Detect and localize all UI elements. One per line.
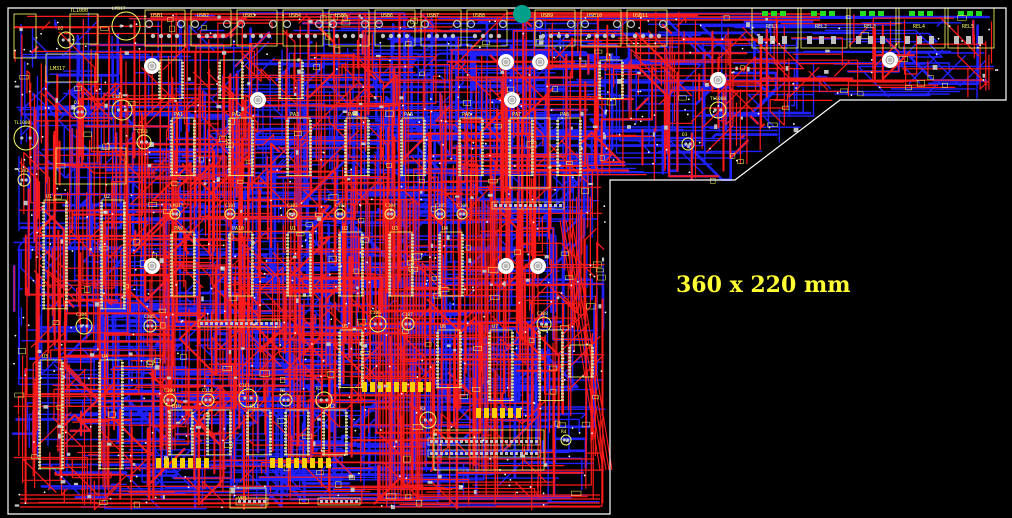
- svg-text:U2: U2: [342, 226, 348, 232]
- svg-text:PA8: PA8: [560, 112, 569, 118]
- svg-text:REL4: REL4: [913, 24, 925, 30]
- svg-text:U4: U4: [102, 354, 108, 360]
- svg-text:USB6: USB6: [381, 13, 393, 19]
- svg-text:U2: U2: [104, 194, 110, 200]
- svg-text:U10: U10: [172, 404, 181, 410]
- svg-text:D2: D2: [58, 26, 64, 32]
- svg-text:USB10: USB10: [587, 13, 602, 19]
- svg-text:C101: C101: [112, 94, 123, 100]
- svg-text:USB8: USB8: [473, 13, 485, 19]
- svg-text:C105: C105: [144, 314, 155, 320]
- svg-text:C108: C108: [537, 311, 548, 317]
- svg-text:PA9: PA9: [174, 226, 183, 232]
- svg-text:C111: C111: [239, 383, 250, 389]
- components-layer: [13, 11, 999, 510]
- svg-text:C102: C102: [287, 203, 298, 209]
- svg-text:U3: U3: [42, 354, 48, 360]
- svg-text:C109: C109: [164, 388, 175, 394]
- svg-text:USB5: USB5: [335, 13, 347, 19]
- svg-text:PA2: PA2: [232, 112, 241, 118]
- svg-text:LM317: LM317: [170, 203, 184, 209]
- svg-text:PA5: PA5: [404, 112, 413, 118]
- svg-text:U1: U1: [46, 194, 52, 200]
- svg-text:C106: C106: [457, 203, 468, 209]
- svg-text:REL3: REL3: [864, 24, 876, 30]
- svg-text:R2: R2: [316, 386, 322, 392]
- svg-text:C105: C105: [435, 203, 446, 209]
- svg-text:C104: C104: [385, 203, 396, 209]
- svg-text:USB11: USB11: [633, 13, 648, 19]
- svg-text:R3: R3: [420, 406, 426, 412]
- svg-text:PA6: PA6: [462, 112, 471, 118]
- svg-text:LM317: LM317: [112, 6, 126, 12]
- svg-text:U5: U5: [342, 324, 348, 330]
- svg-text:PA7: PA7: [512, 112, 521, 118]
- svg-text:TL1000: TL1000: [70, 8, 88, 14]
- svg-text:PA1: PA1: [174, 112, 183, 118]
- svg-text:REL5: REL5: [962, 24, 974, 30]
- svg-text:USB3: USB3: [243, 13, 255, 19]
- svg-text:USB4: USB4: [289, 13, 301, 19]
- svg-text:USB1: USB1: [151, 13, 163, 19]
- svg-text:TL1000: TL1000: [14, 120, 31, 126]
- mounting-hole: [513, 5, 531, 23]
- svg-text:U11: U11: [250, 404, 259, 410]
- svg-text:U8: U8: [542, 324, 548, 330]
- svg-text:PA10: PA10: [232, 226, 244, 232]
- svg-text:C104: C104: [76, 312, 87, 318]
- svg-text:D3: D3: [682, 132, 688, 138]
- svg-text:VR1: VR1: [238, 496, 247, 502]
- svg-text:U1: U1: [290, 226, 296, 232]
- svg-text:C102: C102: [18, 168, 29, 174]
- svg-text:U6: U6: [440, 324, 446, 330]
- svg-text:C106: C106: [370, 310, 381, 316]
- top-copper-layer: [13, 11, 994, 511]
- svg-text:C103: C103: [137, 129, 148, 135]
- svg-text:U4: U4: [442, 226, 448, 232]
- svg-text:REL2: REL2: [815, 24, 827, 30]
- svg-text:LM317: LM317: [50, 66, 65, 72]
- svg-text:U3: U3: [392, 226, 398, 232]
- svg-text:TL1000: TL1000: [710, 96, 727, 102]
- svg-text:PA3: PA3: [290, 112, 299, 118]
- svg-text:REL1: REL1: [766, 24, 778, 30]
- svg-text:U12: U12: [326, 404, 335, 410]
- svg-text:C101: C101: [225, 203, 236, 209]
- svg-text:USB9: USB9: [541, 13, 553, 19]
- board-dimensions-caption: 360 x 220 mm: [676, 272, 851, 298]
- svg-text:USB7: USB7: [427, 13, 439, 19]
- svg-text:R1: R1: [280, 388, 286, 394]
- svg-text:U7: U7: [492, 324, 498, 330]
- svg-text:C107: C107: [402, 312, 413, 318]
- svg-text:D1: D1: [74, 100, 80, 106]
- svg-text:PA4: PA4: [348, 112, 357, 118]
- svg-text:C110: C110: [202, 388, 213, 394]
- silkscreen-layer: USB1 USB2 USB3 USB4 USB5 USB6 USB7 USB8 USB9 USB1…: [13, 6, 995, 509]
- svg-text:C103: C103: [335, 203, 346, 209]
- svg-text:R4: R4: [561, 429, 567, 435]
- board-outline: [7, 7, 1007, 515]
- svg-text:USB2: USB2: [197, 13, 209, 19]
